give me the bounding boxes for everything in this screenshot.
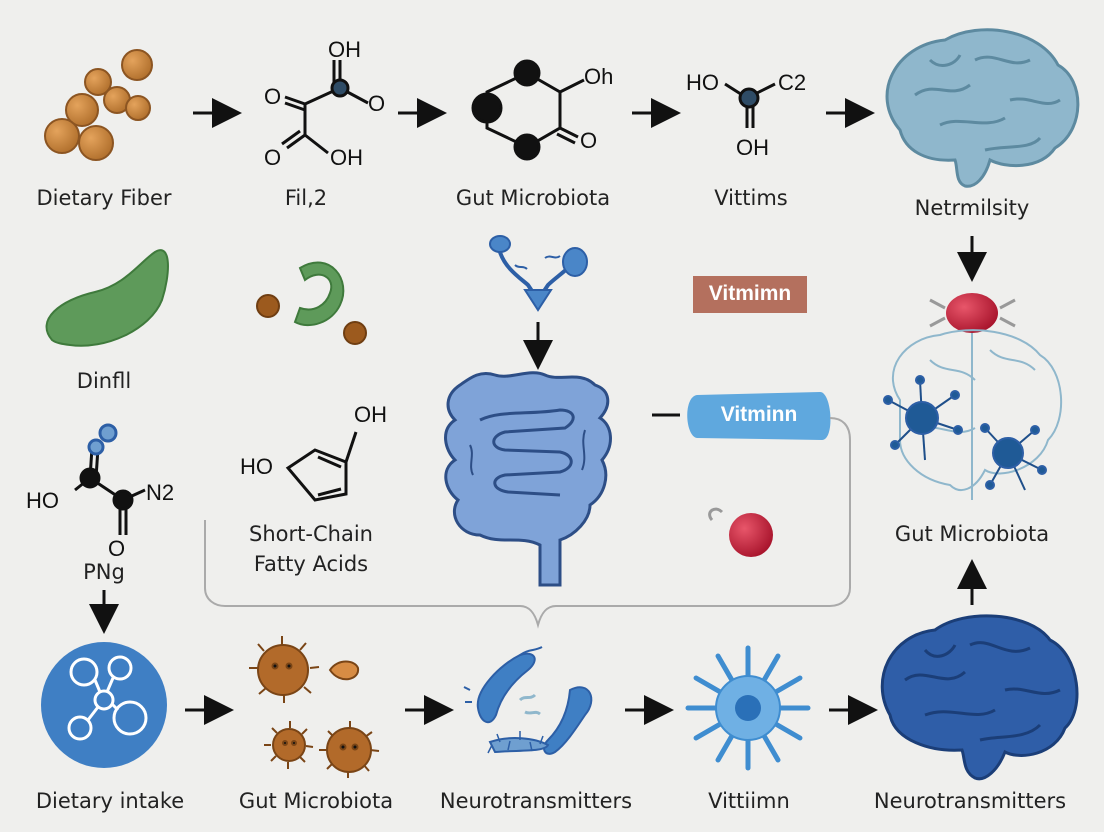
label-dietary-intake: Dietary intake	[35, 789, 185, 813]
network-circle-icon	[41, 642, 167, 768]
label-vittiimn: Vittiimn	[708, 789, 790, 813]
star-ray	[771, 675, 803, 696]
label-gut-microbiota-bottom: Gut Microbiota	[238, 789, 394, 813]
label-fil2: Fil,2	[284, 186, 328, 210]
label-scfa-line1: Short-Chain	[249, 522, 373, 546]
red-node-icon	[929, 293, 1016, 500]
red-molecule-icon	[708, 507, 773, 557]
molecule-scfa-icon	[285, 431, 358, 502]
molecule-ring-icon	[471, 59, 585, 161]
chem-label: OH	[354, 402, 387, 427]
intestine-icon	[444, 371, 612, 587]
bracket	[204, 417, 851, 629]
chem-label: OH	[736, 135, 769, 160]
star-ray	[693, 675, 725, 696]
brown-microbes-icon	[249, 636, 380, 778]
molecule-png-icon	[74, 423, 146, 535]
chem-label: OH	[330, 145, 363, 170]
crescent-bacterium-icon	[256, 261, 367, 345]
blue-bacteria-icon	[463, 646, 593, 755]
label-dinfll: Dinfll	[76, 369, 132, 393]
star-ray	[693, 720, 725, 741]
star-ray	[715, 653, 736, 685]
label-netrmilsity: Netrmilsity	[914, 196, 1030, 220]
star-ray	[715, 731, 736, 763]
neural-brain-icon	[891, 329, 1063, 491]
vitamin-box	[693, 276, 807, 313]
star-ray	[771, 720, 803, 741]
vitamin-box-label: Vitmimn	[708, 282, 792, 305]
fiber-cluster-icon	[44, 49, 153, 161]
chem-label: N2	[146, 480, 174, 505]
label-gut-microbiota-right: Gut Microbiota	[894, 522, 1050, 546]
dark-brain-icon	[880, 614, 1079, 781]
receptor-icon	[489, 235, 588, 312]
label-dietary-fiber: Dietary Fiber	[36, 186, 172, 210]
star-ray	[760, 653, 781, 685]
chem-label: HO	[686, 70, 719, 95]
chem-label: HO	[26, 488, 59, 513]
molecule-fil2-icon	[281, 60, 369, 155]
chem-label: O	[368, 91, 385, 116]
chem-label: O	[580, 128, 597, 153]
molecule-vitamin-icon	[724, 82, 776, 128]
green-bacterium-icon	[45, 249, 169, 347]
chem-label: HO	[240, 454, 273, 479]
chem-label: O	[108, 536, 125, 561]
vitamin-pill-label: Vitminn	[720, 403, 798, 426]
label-png: PNg	[83, 560, 125, 584]
star-ray	[760, 731, 781, 763]
chem-label: O	[264, 84, 281, 109]
label-neurotransmitters-1: Neurotransmitters	[439, 789, 633, 813]
brain-icon	[885, 28, 1080, 188]
chem-label: O	[264, 145, 281, 170]
label-vittims: Vittims	[714, 186, 788, 210]
vitamin-pill	[687, 392, 831, 440]
neuron-icon	[883, 375, 1047, 491]
label-neurotransmitters-2: Neurotransmitters	[873, 789, 1067, 813]
star-cell-icon	[685, 645, 811, 771]
label-scfa-line2: Fatty Acids	[253, 552, 369, 576]
chem-label: OH	[328, 37, 361, 62]
chem-label: Oh	[584, 64, 613, 89]
label-gut-microbiota-top: Gut Microbiota	[455, 186, 611, 210]
chem-label: C2	[778, 70, 806, 95]
